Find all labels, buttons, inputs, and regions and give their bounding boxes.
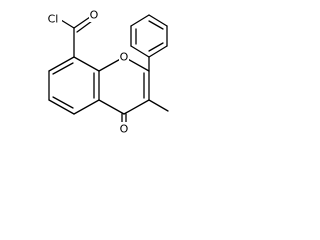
ketone-oxygen-label-bg bbox=[119, 122, 129, 136]
bond-ph-6-1-inner bbox=[148, 42, 164, 52]
bond-carbonyl-cl bbox=[60, 19, 75, 29]
ketone-oxygen-label: O bbox=[120, 123, 129, 136]
ring-oxygen-label-bg bbox=[119, 50, 129, 64]
bond-c4-c4a bbox=[98, 99, 125, 115]
bond-c3-methyl bbox=[148, 99, 169, 112]
bond-c8-c8a bbox=[73, 56, 100, 72]
bond-c7-c8-inner bbox=[52, 62, 74, 75]
bond-c7-c8 bbox=[48, 56, 75, 72]
bond-ph-4-5-inner bbox=[148, 20, 164, 30]
bond-ph-1-2 bbox=[130, 45, 150, 58]
bond-c4a-c5 bbox=[73, 99, 100, 115]
acyl-oxygen-label: O bbox=[90, 9, 99, 22]
chlorine-label: Cl bbox=[48, 13, 59, 26]
bond-carbonyl-o-b bbox=[76, 20, 93, 33]
bond-ph-4-5 bbox=[148, 14, 168, 27]
chemical-structure: Cl O O O bbox=[44, 8, 169, 136]
bond-ph-6-1 bbox=[148, 45, 168, 58]
bond-carbonyl-o-a bbox=[73, 16, 91, 29]
bond-c5-c6 bbox=[48, 99, 75, 115]
bond-layer bbox=[48, 14, 169, 123]
chlorine-label-bg bbox=[44, 12, 62, 26]
bond-c3-c4 bbox=[123, 99, 150, 115]
bond-ph-3-4 bbox=[130, 14, 150, 27]
ring-oxygen-label: O bbox=[120, 51, 129, 64]
bond-c5-c6-inner bbox=[52, 96, 74, 109]
atom-label-layer: Cl O O O bbox=[44, 8, 129, 136]
acyl-oxygen-label-bg bbox=[89, 8, 99, 22]
